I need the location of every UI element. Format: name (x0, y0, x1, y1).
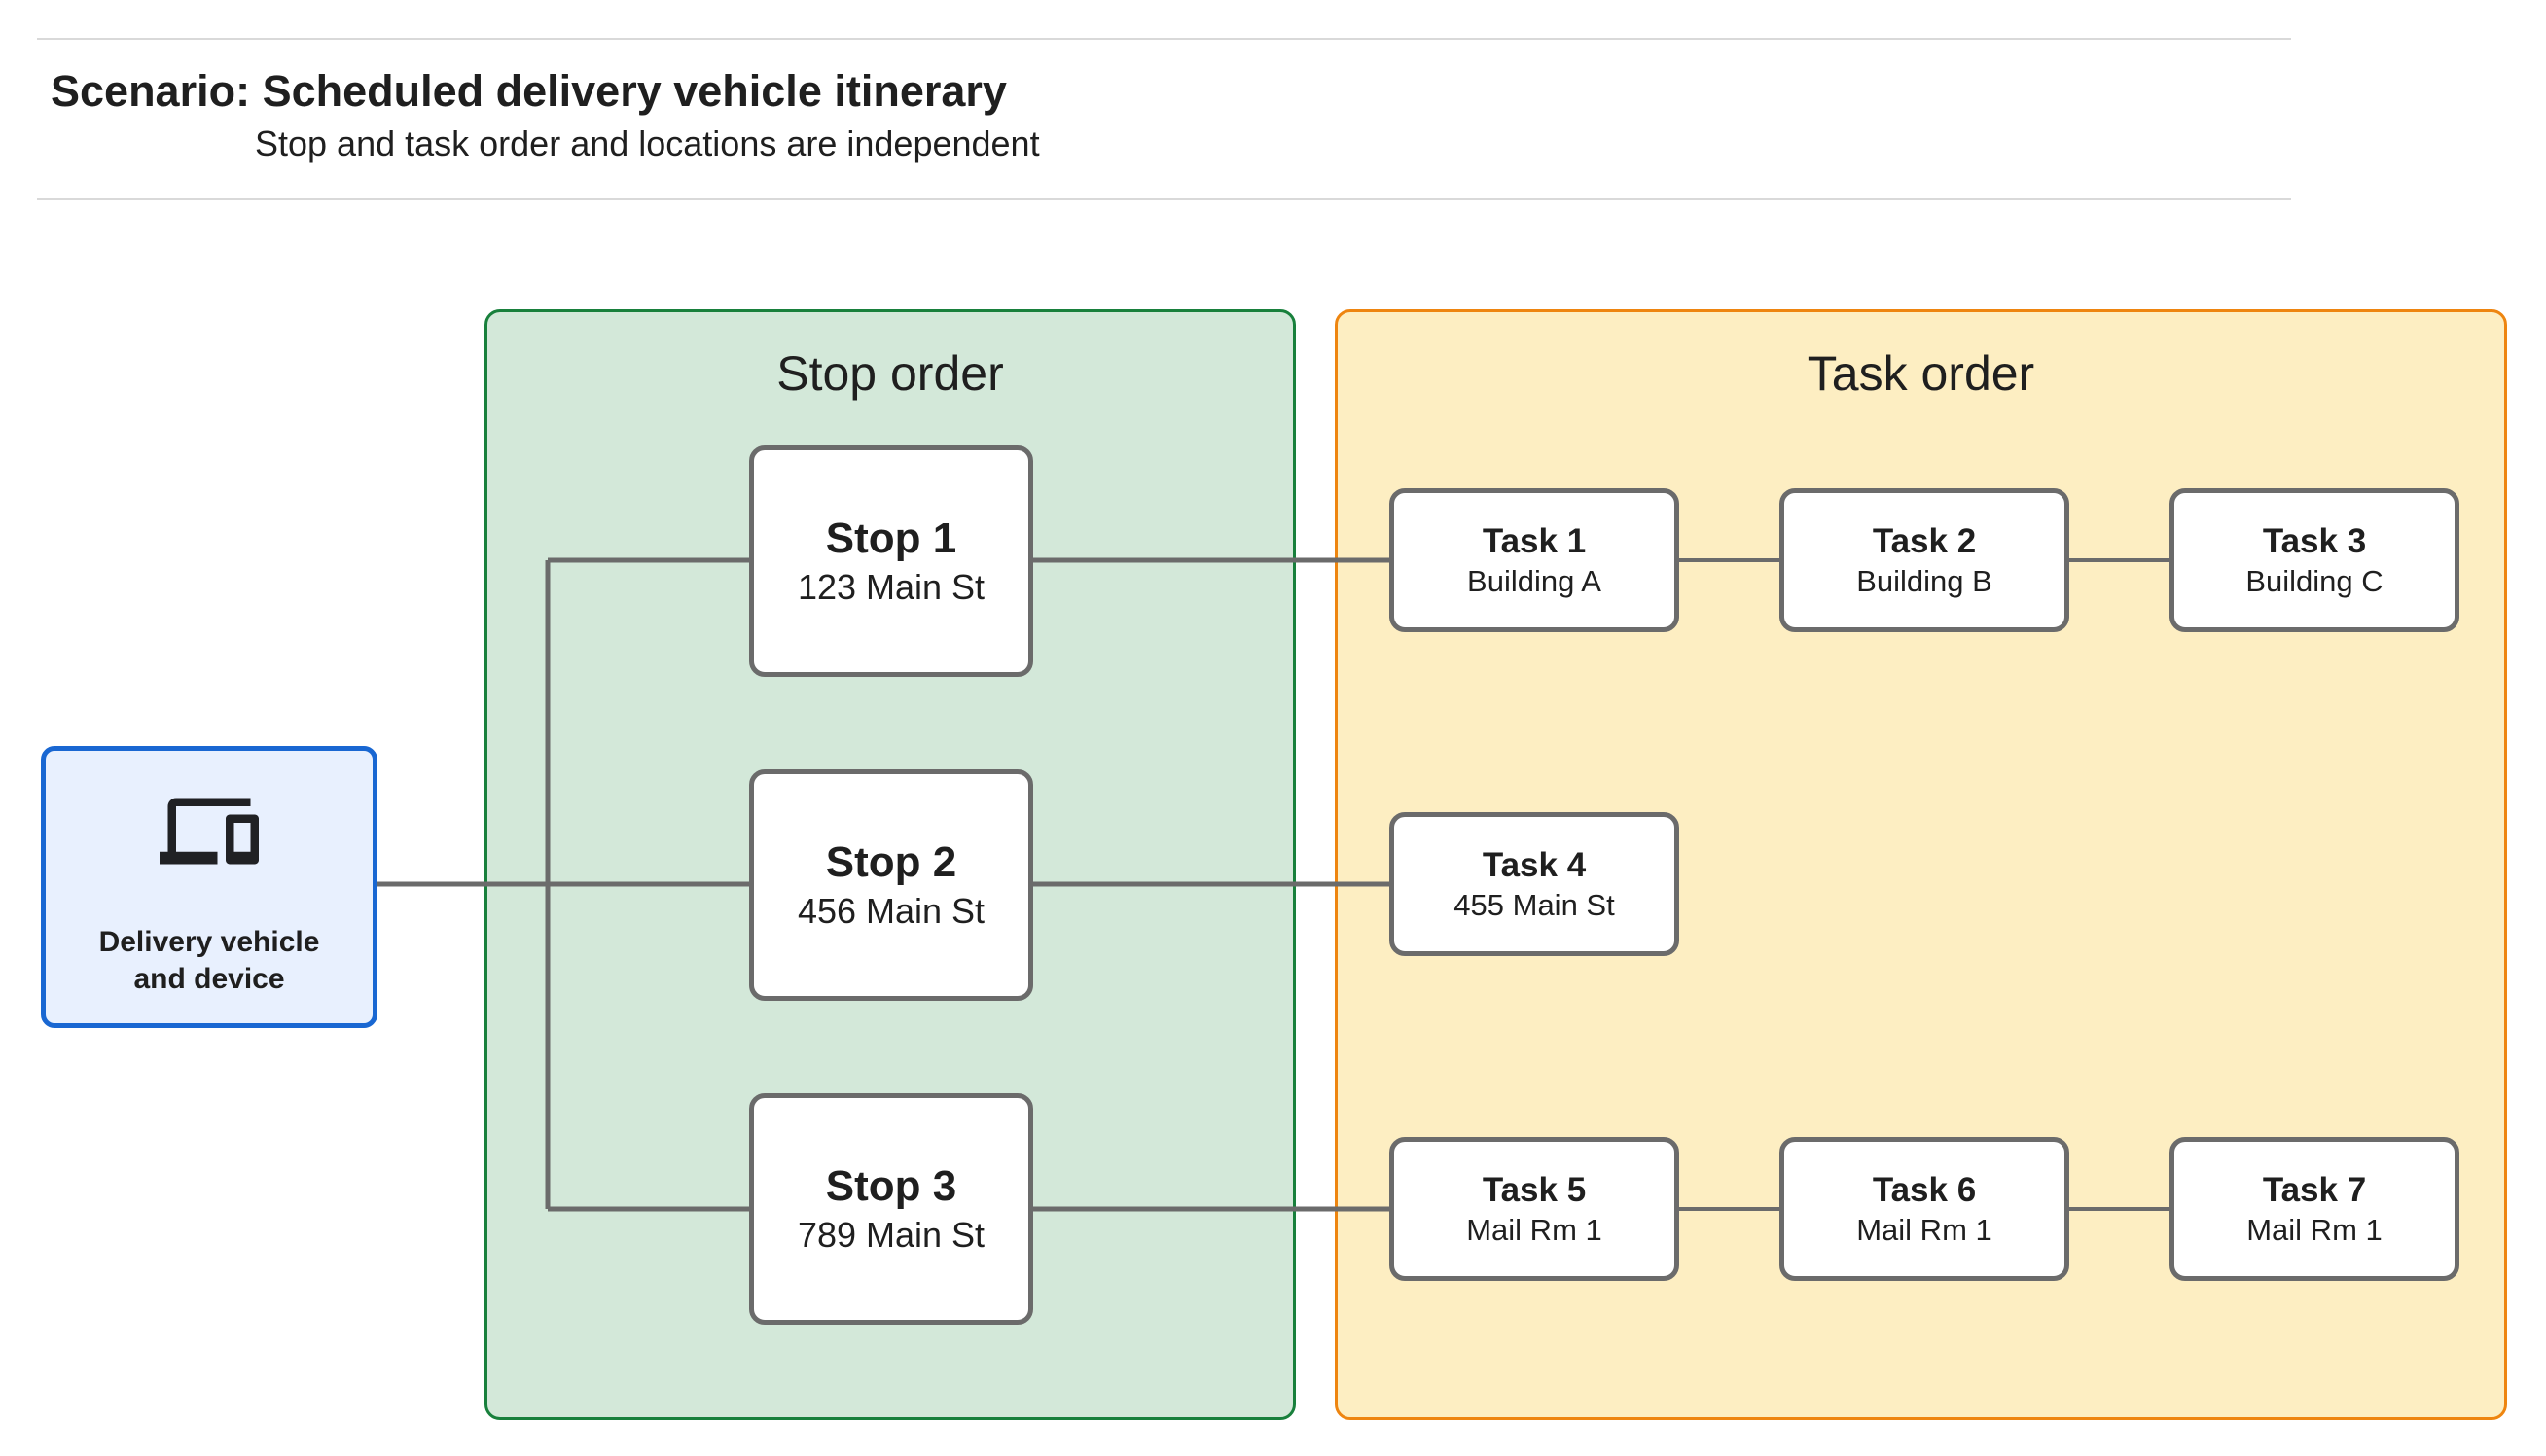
task-name: Task 3 (2262, 522, 2367, 560)
vehicle-label: Delivery vehicle and device (99, 924, 320, 998)
task-name: Task 6 (1872, 1171, 1977, 1209)
stop-node-3: Stop 3 789 Main St (749, 1093, 1033, 1325)
task-location: Mail Rm 1 (1466, 1213, 1602, 1247)
task-node-2: Task 2 Building B (1779, 488, 2069, 632)
stop-location: 123 Main St (797, 567, 986, 607)
task-node-3: Task 3 Building C (2169, 488, 2459, 632)
stop-node-2: Stop 2 456 Main St (749, 769, 1033, 1001)
task-name: Task 5 (1482, 1171, 1587, 1209)
stop-node-1: Stop 1 123 Main St (749, 445, 1033, 677)
task-location: Mail Rm 1 (2246, 1213, 2383, 1247)
task-node-1: Task 1 Building A (1389, 488, 1679, 632)
task-order-panel-title: Task order (1807, 346, 2035, 401)
task-name: Task 2 (1872, 522, 1977, 560)
task-name: Task 4 (1482, 846, 1587, 884)
task-node-6: Task 6 Mail Rm 1 (1779, 1137, 2069, 1281)
page-subtitle: Stop and task order and locations are in… (255, 124, 1040, 163)
stop-name: Stop 2 (825, 838, 957, 886)
stop-location: 456 Main St (797, 891, 986, 931)
vehicle-label-line1: Delivery vehicle (98, 926, 320, 958)
header-divider (37, 198, 2291, 200)
stop-order-panel-title: Stop order (776, 346, 1004, 401)
task-location: Building B (1856, 564, 1992, 598)
task-node-7: Task 7 Mail Rm 1 (2169, 1137, 2459, 1281)
task-location: Building C (2245, 564, 2384, 598)
task-name: Task 7 (2262, 1171, 2367, 1209)
devices-icon (160, 798, 259, 865)
task-node-5: Task 5 Mail Rm 1 (1389, 1137, 1679, 1281)
task-location: Building A (1467, 564, 1601, 598)
delivery-vehicle-node: Delivery vehicle and device (41, 746, 377, 1028)
stop-name: Stop 1 (825, 515, 957, 562)
top-divider (37, 38, 2291, 40)
stop-name: Stop 3 (825, 1162, 957, 1210)
task-name: Task 1 (1482, 522, 1587, 560)
task-node-4: Task 4 455 Main St (1389, 812, 1679, 956)
stop-location: 789 Main St (797, 1215, 986, 1255)
vehicle-label-line2: and device (133, 963, 285, 995)
page-title: Scenario: Scheduled delivery vehicle iti… (51, 66, 1007, 116)
task-location: 455 Main St (1453, 888, 1615, 922)
task-location: Mail Rm 1 (1856, 1213, 1992, 1247)
